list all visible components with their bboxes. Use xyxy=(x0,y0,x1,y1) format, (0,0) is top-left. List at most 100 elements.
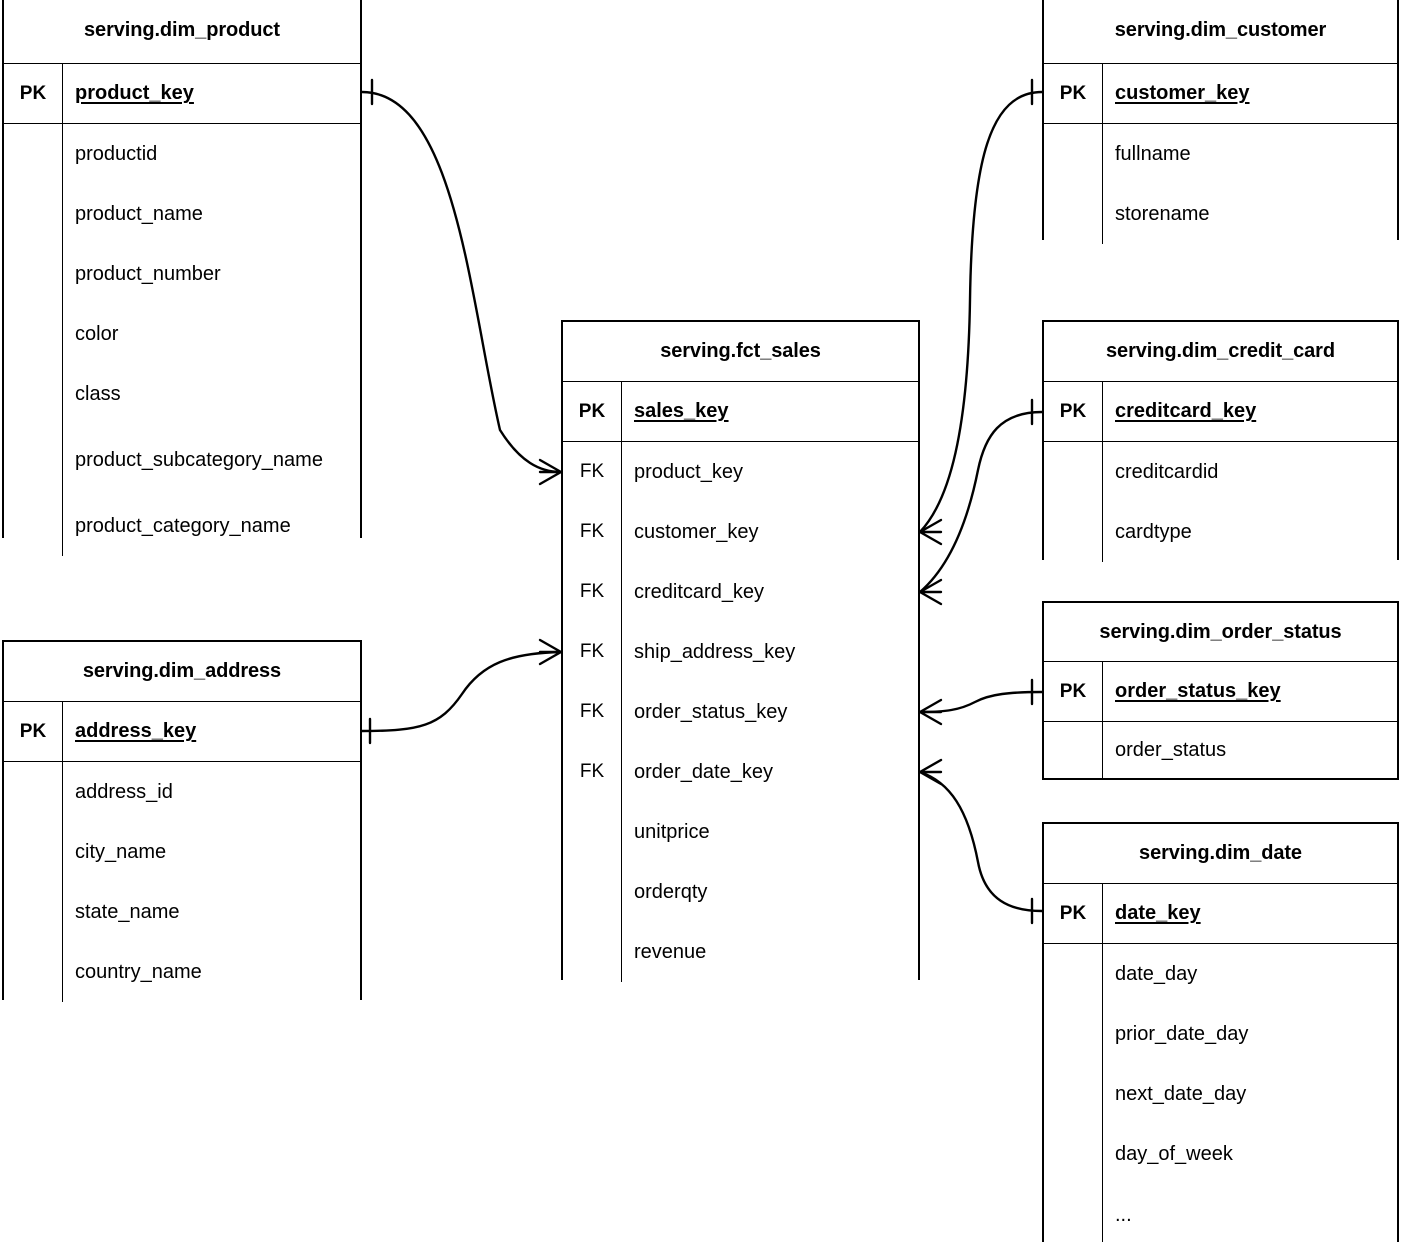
entity-field-row[interactable]: storename xyxy=(1044,184,1397,244)
key-label xyxy=(1044,1064,1103,1124)
key-label xyxy=(4,124,63,184)
key-label xyxy=(563,802,622,862)
entity-field-row[interactable]: orderqty xyxy=(563,862,918,922)
entity-attributes: order_status xyxy=(1044,722,1397,778)
field-fullname: fullname xyxy=(1115,142,1191,165)
key-label xyxy=(1044,502,1103,562)
entity-field-row[interactable]: product_subcategory_name xyxy=(4,424,360,496)
entity-field-row[interactable]: day_of_week xyxy=(1044,1124,1397,1184)
field-order-status-key: order_status_key xyxy=(634,700,788,723)
key-label-pk: PK xyxy=(1044,662,1103,721)
entity-field-row[interactable]: FK order_status_key xyxy=(563,682,918,742)
entity-field-row[interactable]: prior_date_day xyxy=(1044,1004,1397,1064)
field-date-key: date_key xyxy=(1115,902,1201,925)
field-product-name: product_name xyxy=(75,202,203,225)
entity-title: serving.dim_customer xyxy=(1044,0,1397,64)
key-label xyxy=(4,364,63,424)
entity-pk-row[interactable]: PK address_key xyxy=(4,702,360,762)
entity-field-row[interactable]: product_category_name xyxy=(4,496,360,556)
entity-field-row[interactable]: unitprice xyxy=(563,802,918,862)
key-label xyxy=(4,882,63,942)
field-productid: productid xyxy=(75,142,158,165)
key-label-pk: PK xyxy=(4,702,63,761)
entity-field-row[interactable]: FK order_date_key xyxy=(563,742,918,802)
entity-pk-row[interactable]: PK order_status_key xyxy=(1044,662,1397,722)
entity-field-row[interactable]: FK customer_key xyxy=(563,502,918,562)
field-storename: storename xyxy=(1115,202,1210,225)
entity-attributes: FK product_key FK customer_key FK credit… xyxy=(563,442,918,982)
entity-field-row[interactable]: cardtype xyxy=(1044,502,1397,562)
entity-field-row[interactable]: FK product_key xyxy=(563,442,918,502)
entity-field-row[interactable]: address_id xyxy=(4,762,360,822)
entity-field-row[interactable]: class xyxy=(4,364,360,424)
key-label-fk: FK xyxy=(563,742,622,802)
entity-field-row[interactable]: product_name xyxy=(4,184,360,244)
key-label xyxy=(563,922,622,982)
entity-pk-row[interactable]: PK date_key xyxy=(1044,884,1397,944)
key-label xyxy=(4,424,63,496)
key-label xyxy=(4,496,63,556)
key-label xyxy=(4,762,63,822)
field-state-name: state_name xyxy=(75,900,180,923)
entity-pk-row[interactable]: PK creditcard_key xyxy=(1044,382,1397,442)
relationship-date-sales xyxy=(918,758,1044,925)
entity-field-row[interactable]: productid xyxy=(4,124,360,184)
entity-field-row[interactable]: order_status xyxy=(1044,722,1397,778)
entity-title: serving.dim_address xyxy=(4,642,360,702)
field-ellipsis: ... xyxy=(1115,1203,1132,1226)
entity-field-row[interactable]: date_day xyxy=(1044,944,1397,1004)
field-product-subcategory-name: product_subcategory_name xyxy=(75,448,323,471)
entity-pk-row[interactable]: PK sales_key xyxy=(563,382,918,442)
entity-field-row[interactable]: city_name xyxy=(4,822,360,882)
entity-attributes: productid product_name product_number co… xyxy=(4,124,360,556)
key-label xyxy=(1044,1184,1103,1242)
entity-field-row[interactable]: revenue xyxy=(563,922,918,982)
field-product-key: product_key xyxy=(634,460,743,483)
key-label-pk: PK xyxy=(1044,382,1103,441)
key-label-pk: PK xyxy=(1044,884,1103,943)
field-orderqty: orderqty xyxy=(634,880,708,903)
key-label xyxy=(4,304,63,364)
key-label-fk: FK xyxy=(563,682,622,742)
entity-field-row[interactable]: next_date_day xyxy=(1044,1064,1397,1124)
entity-dim-customer[interactable]: serving.dim_customer PK customer_key ful… xyxy=(1042,0,1399,244)
entity-attributes: address_id city_name state_name country_… xyxy=(4,762,360,1002)
entity-field-row[interactable]: country_name xyxy=(4,942,360,1002)
entity-dim-date[interactable]: serving.dim_date PK date_key date_day pr… xyxy=(1042,822,1399,1242)
field-order-date-key: order_date_key xyxy=(634,760,773,783)
entity-pk-row[interactable]: PK customer_key xyxy=(1044,64,1397,124)
entity-field-row[interactable]: creditcardid xyxy=(1044,442,1397,502)
field-creditcard-key: creditcard_key xyxy=(634,580,765,603)
key-label xyxy=(4,244,63,304)
field-customer-key: customer_key xyxy=(1115,82,1250,105)
entity-pk-row[interactable]: PK product_key xyxy=(4,64,360,124)
entity-field-row[interactable]: fullname xyxy=(1044,124,1397,184)
field-address-id: address_id xyxy=(75,780,173,803)
entity-field-row[interactable]: product_number xyxy=(4,244,360,304)
key-label xyxy=(1044,722,1103,778)
field-color: color xyxy=(75,322,119,345)
field-address-key: address_key xyxy=(75,720,197,743)
key-label xyxy=(1044,944,1103,1004)
entity-title: serving.dim_credit_card xyxy=(1044,322,1397,382)
entity-dim-address[interactable]: serving.dim_address PK address_key addre… xyxy=(2,640,362,1002)
entity-field-row[interactable]: FK creditcard_key xyxy=(563,562,918,622)
entity-field-row[interactable]: color xyxy=(4,304,360,364)
entity-field-row[interactable]: ... xyxy=(1044,1184,1397,1242)
entity-dim-credit-card[interactable]: serving.dim_credit_card PK creditcard_ke… xyxy=(1042,320,1399,562)
key-label-pk: PK xyxy=(1044,64,1103,123)
entity-field-row[interactable]: FK ship_address_key xyxy=(563,622,918,682)
entity-dim-product[interactable]: serving.dim_product PK product_key produ… xyxy=(2,0,362,556)
field-order-status: order_status xyxy=(1115,738,1227,761)
key-label xyxy=(1044,442,1103,502)
key-label xyxy=(563,862,622,922)
entity-field-row[interactable]: state_name xyxy=(4,882,360,942)
key-label xyxy=(1044,124,1103,184)
entity-dim-order-status[interactable]: serving.dim_order_status PK order_status… xyxy=(1042,601,1399,780)
field-date-day: date_day xyxy=(1115,962,1198,985)
field-day-of-week: day_of_week xyxy=(1115,1142,1233,1165)
key-label-fk: FK xyxy=(563,442,622,502)
entity-fct-sales[interactable]: serving.fct_sales PK sales_key FK produc… xyxy=(561,320,920,982)
key-label xyxy=(4,822,63,882)
entity-attributes: creditcardid cardtype xyxy=(1044,442,1397,562)
